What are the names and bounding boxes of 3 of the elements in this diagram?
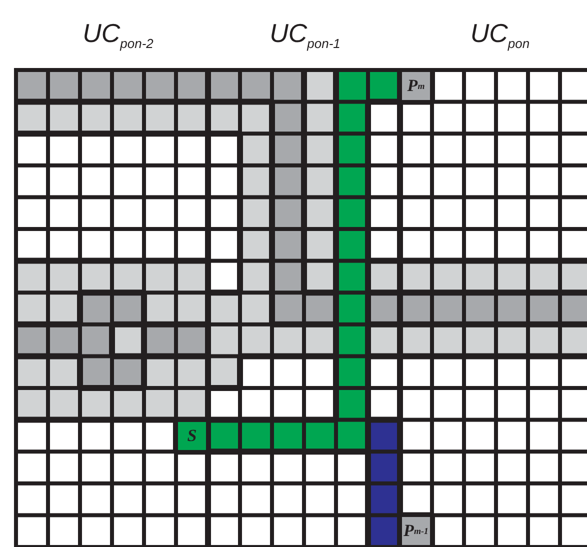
- block-label: UC$_{pon}$: [470, 18, 530, 52]
- block-label: UC$_{pon-2}$: [82, 18, 154, 52]
- block-label: UC$_{pon-1}$: [270, 18, 340, 52]
